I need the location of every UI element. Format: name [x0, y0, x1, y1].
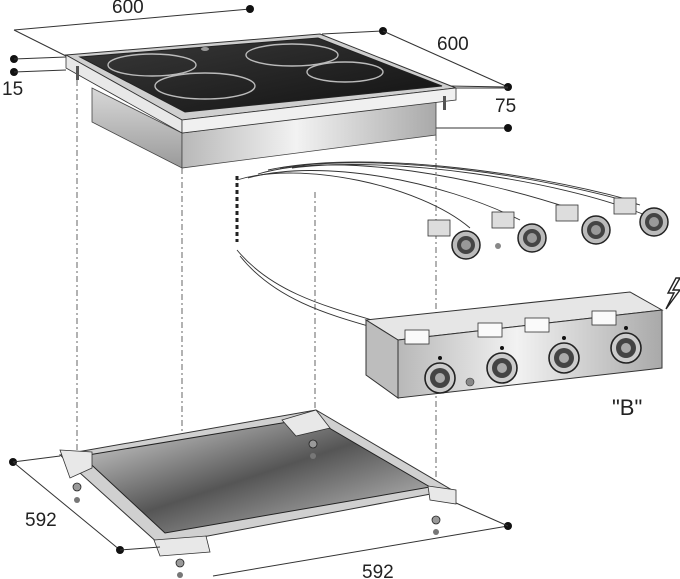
dimension-frame-height: 75	[436, 87, 516, 132]
dimension-top-depth: 600	[321, 27, 512, 91]
box-knob-3	[548, 336, 580, 374]
dim-glass-thickness-text: 15	[2, 79, 23, 100]
knob-1	[427, 219, 481, 260]
dim-top-width-text: 600	[112, 0, 144, 18]
cooking-zone-front-right	[306, 61, 384, 83]
knob-3	[555, 204, 611, 245]
box-knob-2	[486, 346, 518, 384]
dim-top-depth-text: 600	[437, 34, 469, 55]
knob-2	[491, 211, 547, 253]
cooking-zone-front-left	[154, 72, 256, 100]
wiring	[236, 161, 646, 329]
dimension-top-width: 600	[13, 0, 254, 57]
dimension-base-width: 592	[9, 455, 161, 554]
knob-4	[613, 197, 669, 237]
hob-top	[64, 33, 457, 169]
box-knob-1	[424, 356, 456, 394]
cooking-zone-rear-right	[245, 43, 339, 67]
dimension-base-depth: 592	[212, 502, 512, 579]
loose-knobs	[427, 197, 669, 260]
cooking-zone-rear-left	[107, 53, 197, 77]
dim-base-width-text: 592	[25, 510, 57, 531]
control-box-label: "B"	[612, 395, 642, 420]
dimension-glass-thickness: 15	[2, 55, 67, 100]
dim-frame-height-text: 75	[495, 96, 516, 117]
electric-bolt-icon	[665, 277, 680, 310]
base-tray	[58, 409, 457, 578]
dim-base-depth-text: 592	[362, 562, 394, 579]
control-box-b	[364, 291, 664, 399]
box-knob-4	[610, 326, 642, 364]
